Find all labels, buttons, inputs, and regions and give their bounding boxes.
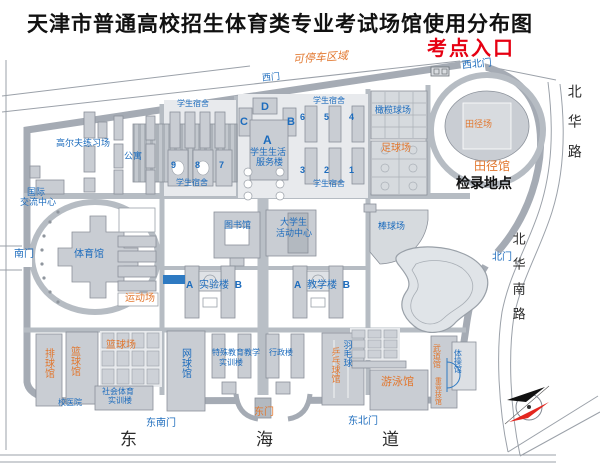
service-label-line1: 学生生活 xyxy=(250,147,287,157)
teaching-building-label: A 教学楼 B xyxy=(294,280,351,292)
football-field-label: 足球场 xyxy=(381,143,411,154)
special-ed-label-line1: 特殊教育教学 xyxy=(212,348,260,357)
block-b-label: B xyxy=(287,116,295,128)
dorm-label-4: 学生宿舍 xyxy=(313,179,345,188)
teaching-block-b: B xyxy=(342,280,351,291)
road-donghai-char-1: 东 xyxy=(120,430,137,450)
dorm-number-2: 2 xyxy=(324,165,330,175)
gate-northeast-label: 东北门 xyxy=(348,416,378,427)
gymnastics-hall-label: 体操馆 xyxy=(453,349,463,373)
basketball-courts-label: 篮球场 xyxy=(106,340,136,351)
admin-building-label: 行政楼 xyxy=(269,348,293,357)
halfcourt-diagram xyxy=(446,358,461,392)
dorm-number-8: 8 xyxy=(195,160,201,170)
page-title: 天津市普通高校招生体育类专业考试场馆使用分布图 xyxy=(27,13,533,36)
badminton-label: 羽毛球 xyxy=(342,340,353,367)
east-gate-wings xyxy=(233,393,313,422)
intl-center-label-line1: 国际 xyxy=(27,187,46,197)
dorm-number-5: 5 xyxy=(324,112,330,122)
special-ed-label-line2: 实训楼 xyxy=(219,358,243,367)
intl-center-label-line2: 交流中心 xyxy=(20,197,57,207)
table-tennis-hall-label: 乒乓球馆 xyxy=(330,347,341,383)
baseball-field-label: 棒球场 xyxy=(378,221,406,231)
social-sports-label-line2: 实训楼 xyxy=(108,396,132,405)
lab-block-b: B xyxy=(234,280,243,291)
road-donghai-char-3: 道 xyxy=(382,430,399,450)
gymnasium-label: 体育馆 xyxy=(74,249,104,260)
library-label: 图书馆 xyxy=(224,220,252,230)
gate-south-label: 南门 xyxy=(14,249,34,260)
teaching-name: 教学楼 xyxy=(307,280,338,291)
field-grids xyxy=(333,92,426,398)
rugby-field-label: 橄榄球场 xyxy=(375,105,412,115)
checkin-point-label: 检录地点 xyxy=(456,175,512,191)
road-beihua-label: 北华路 xyxy=(565,84,582,174)
track-hall-label: 田径馆 xyxy=(474,159,511,173)
service-label-line2: 服务楼 xyxy=(256,157,284,167)
gate-north-label: 北门 xyxy=(492,252,512,263)
activity-center-label-line1: 大学生 xyxy=(280,217,308,227)
gate-east-label: 东门 xyxy=(254,407,274,418)
block-d-label: D xyxy=(261,101,269,113)
tree-icons xyxy=(243,167,285,201)
decorative-dots xyxy=(40,160,210,304)
road-donghai-char-2: 海 xyxy=(256,430,273,450)
basketball-hall-label: 篮球馆 xyxy=(68,346,80,376)
dorm-label-1: 学生宿舍 xyxy=(177,99,209,108)
apartment-label: 公寓 xyxy=(124,151,143,161)
lab-building-label: A 实验楼 B xyxy=(186,280,243,292)
sports-ground-label: 运动场 xyxy=(125,293,155,304)
dorm-label-2: 学生宿舍 xyxy=(176,178,208,187)
lab-name: 实验楼 xyxy=(199,280,230,291)
service-block-a-label: A xyxy=(263,133,272,147)
social-sports-label-line1: 社会体育 xyxy=(102,387,134,396)
swimming-hall-label: 游泳馆 xyxy=(381,376,414,388)
gate-gaps xyxy=(18,59,502,423)
block-c-label: C xyxy=(240,116,248,128)
dorm-number-9: 9 xyxy=(171,160,177,170)
lab-block-a: A xyxy=(186,280,194,291)
courts-grid xyxy=(101,329,398,385)
teaching-block-a: A xyxy=(294,280,302,291)
outer-road-lines xyxy=(0,60,600,463)
compass-icon xyxy=(504,385,550,425)
dorm-number-6: 6 xyxy=(300,112,306,122)
tennis-hall-label: 网球馆 xyxy=(179,348,191,378)
pond xyxy=(395,246,489,333)
dorm-number-4: 4 xyxy=(349,112,355,122)
wushu-hall-label: 武道馆 xyxy=(432,344,442,368)
road-beihua-south-label: 北华南路 xyxy=(509,232,525,332)
volleyball-hall-label: 排球馆 xyxy=(42,348,54,378)
hospital-label: 校医院 xyxy=(58,398,82,407)
gate-southeast-label: 东南门 xyxy=(146,418,176,429)
activity-center-label-line2: 活动中心 xyxy=(276,228,313,238)
dorm-number-1: 1 xyxy=(349,165,355,175)
gate-west-label: 西门 xyxy=(261,71,281,83)
dorm-number-7: 7 xyxy=(219,160,225,170)
track-field-label: 田径场 xyxy=(465,119,493,129)
exam-entrance-label: 考点入口 xyxy=(427,38,515,60)
parking-lot-icon xyxy=(430,66,450,77)
golf-range-label: 高尔夫练习场 xyxy=(56,138,111,148)
heavy-athletics-hall-label: 重竞技馆 xyxy=(434,377,442,405)
dorm-number-3: 3 xyxy=(300,165,306,175)
dorm-label-3: 学生宿舍 xyxy=(313,96,345,105)
